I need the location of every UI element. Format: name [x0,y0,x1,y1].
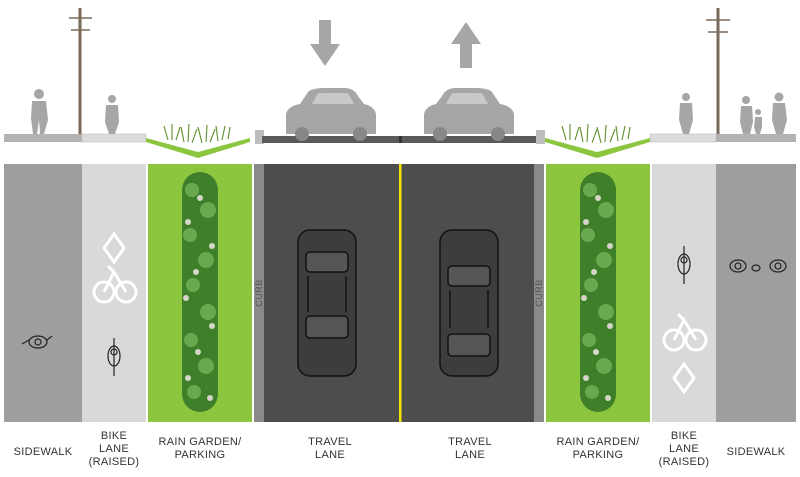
car-elevation-left [286,88,376,141]
label-sidewalk-left: SIDEWALK [4,446,82,459]
sidewalk-right [716,164,796,422]
label-rain-garden-left: RAIN GARDEN/ PARKING [140,436,260,462]
label-line: RAIN GARDEN/ [158,436,242,448]
label-line: (RAISED) [88,456,140,468]
label-line: BIKE [100,430,128,442]
sidewalk-left [4,164,82,422]
label-travel-lane-right: TRAVEL LANE [420,436,520,462]
label-line: BIKE [670,430,698,442]
pedestrian-plan-icon [21,335,53,349]
arrow-up-icon [451,22,481,68]
planting-strip-right [580,172,616,412]
grass-tufts-right [561,123,631,144]
section-elevation [4,8,796,158]
label-travel-lane-left: TRAVEL LANE [280,436,380,462]
car-plan-right [439,229,499,377]
label-line: LANE [99,443,129,455]
bike-lane-right [652,164,716,422]
bicycle-icon [92,264,138,304]
car-plan-left [297,229,357,377]
label-line: LANE [315,449,345,461]
grass-tufts-left [163,123,231,144]
bicycle-icon [662,312,708,352]
label-line: TRAVEL [448,436,492,448]
cyclist-icon [677,246,691,284]
label-sidewalk-right: SIDEWALK [716,446,796,459]
pedestrian-group-plan-icon [729,259,787,273]
label-line: (RAISED) [658,456,710,468]
plan-view [4,164,796,422]
cyclist-silhouette-right [679,93,693,134]
label-line: LANE [669,443,699,455]
utility-pole-left [69,8,92,134]
car-elevation-right [424,88,514,141]
utility-pole-right [706,8,730,134]
curb-right [534,164,544,422]
center-line [399,164,402,422]
label-rain-garden-right: RAIN GARDEN/ PARKING [538,436,658,462]
label-line: PARKING [572,449,624,461]
label-line: TRAVEL [308,436,352,448]
arrow-down-icon [310,20,340,66]
label-line: LANE [455,449,485,461]
curb-label-left: CURB [254,279,264,307]
label-line: RAIN GARDEN/ [556,436,640,448]
label-bike-lane-right: BIKE LANE (RAISED) [652,430,716,469]
label-text: SIDEWALK [13,446,73,458]
label-bike-lane-left: BIKE LANE (RAISED) [82,430,146,469]
planting-strip-left [182,172,218,412]
label-text: SIDEWALK [726,446,786,458]
cyclist-icon [107,338,121,376]
label-line: PARKING [174,449,226,461]
diamond-icon [672,361,696,395]
cyclist-silhouette-left [105,95,119,134]
curb-left [254,164,264,422]
diamond-icon [102,231,126,265]
curb-label-right: CURB [534,279,544,307]
pedestrian-silhouette-left [31,89,48,134]
pedestrian-group-silhouette-right [740,92,787,134]
